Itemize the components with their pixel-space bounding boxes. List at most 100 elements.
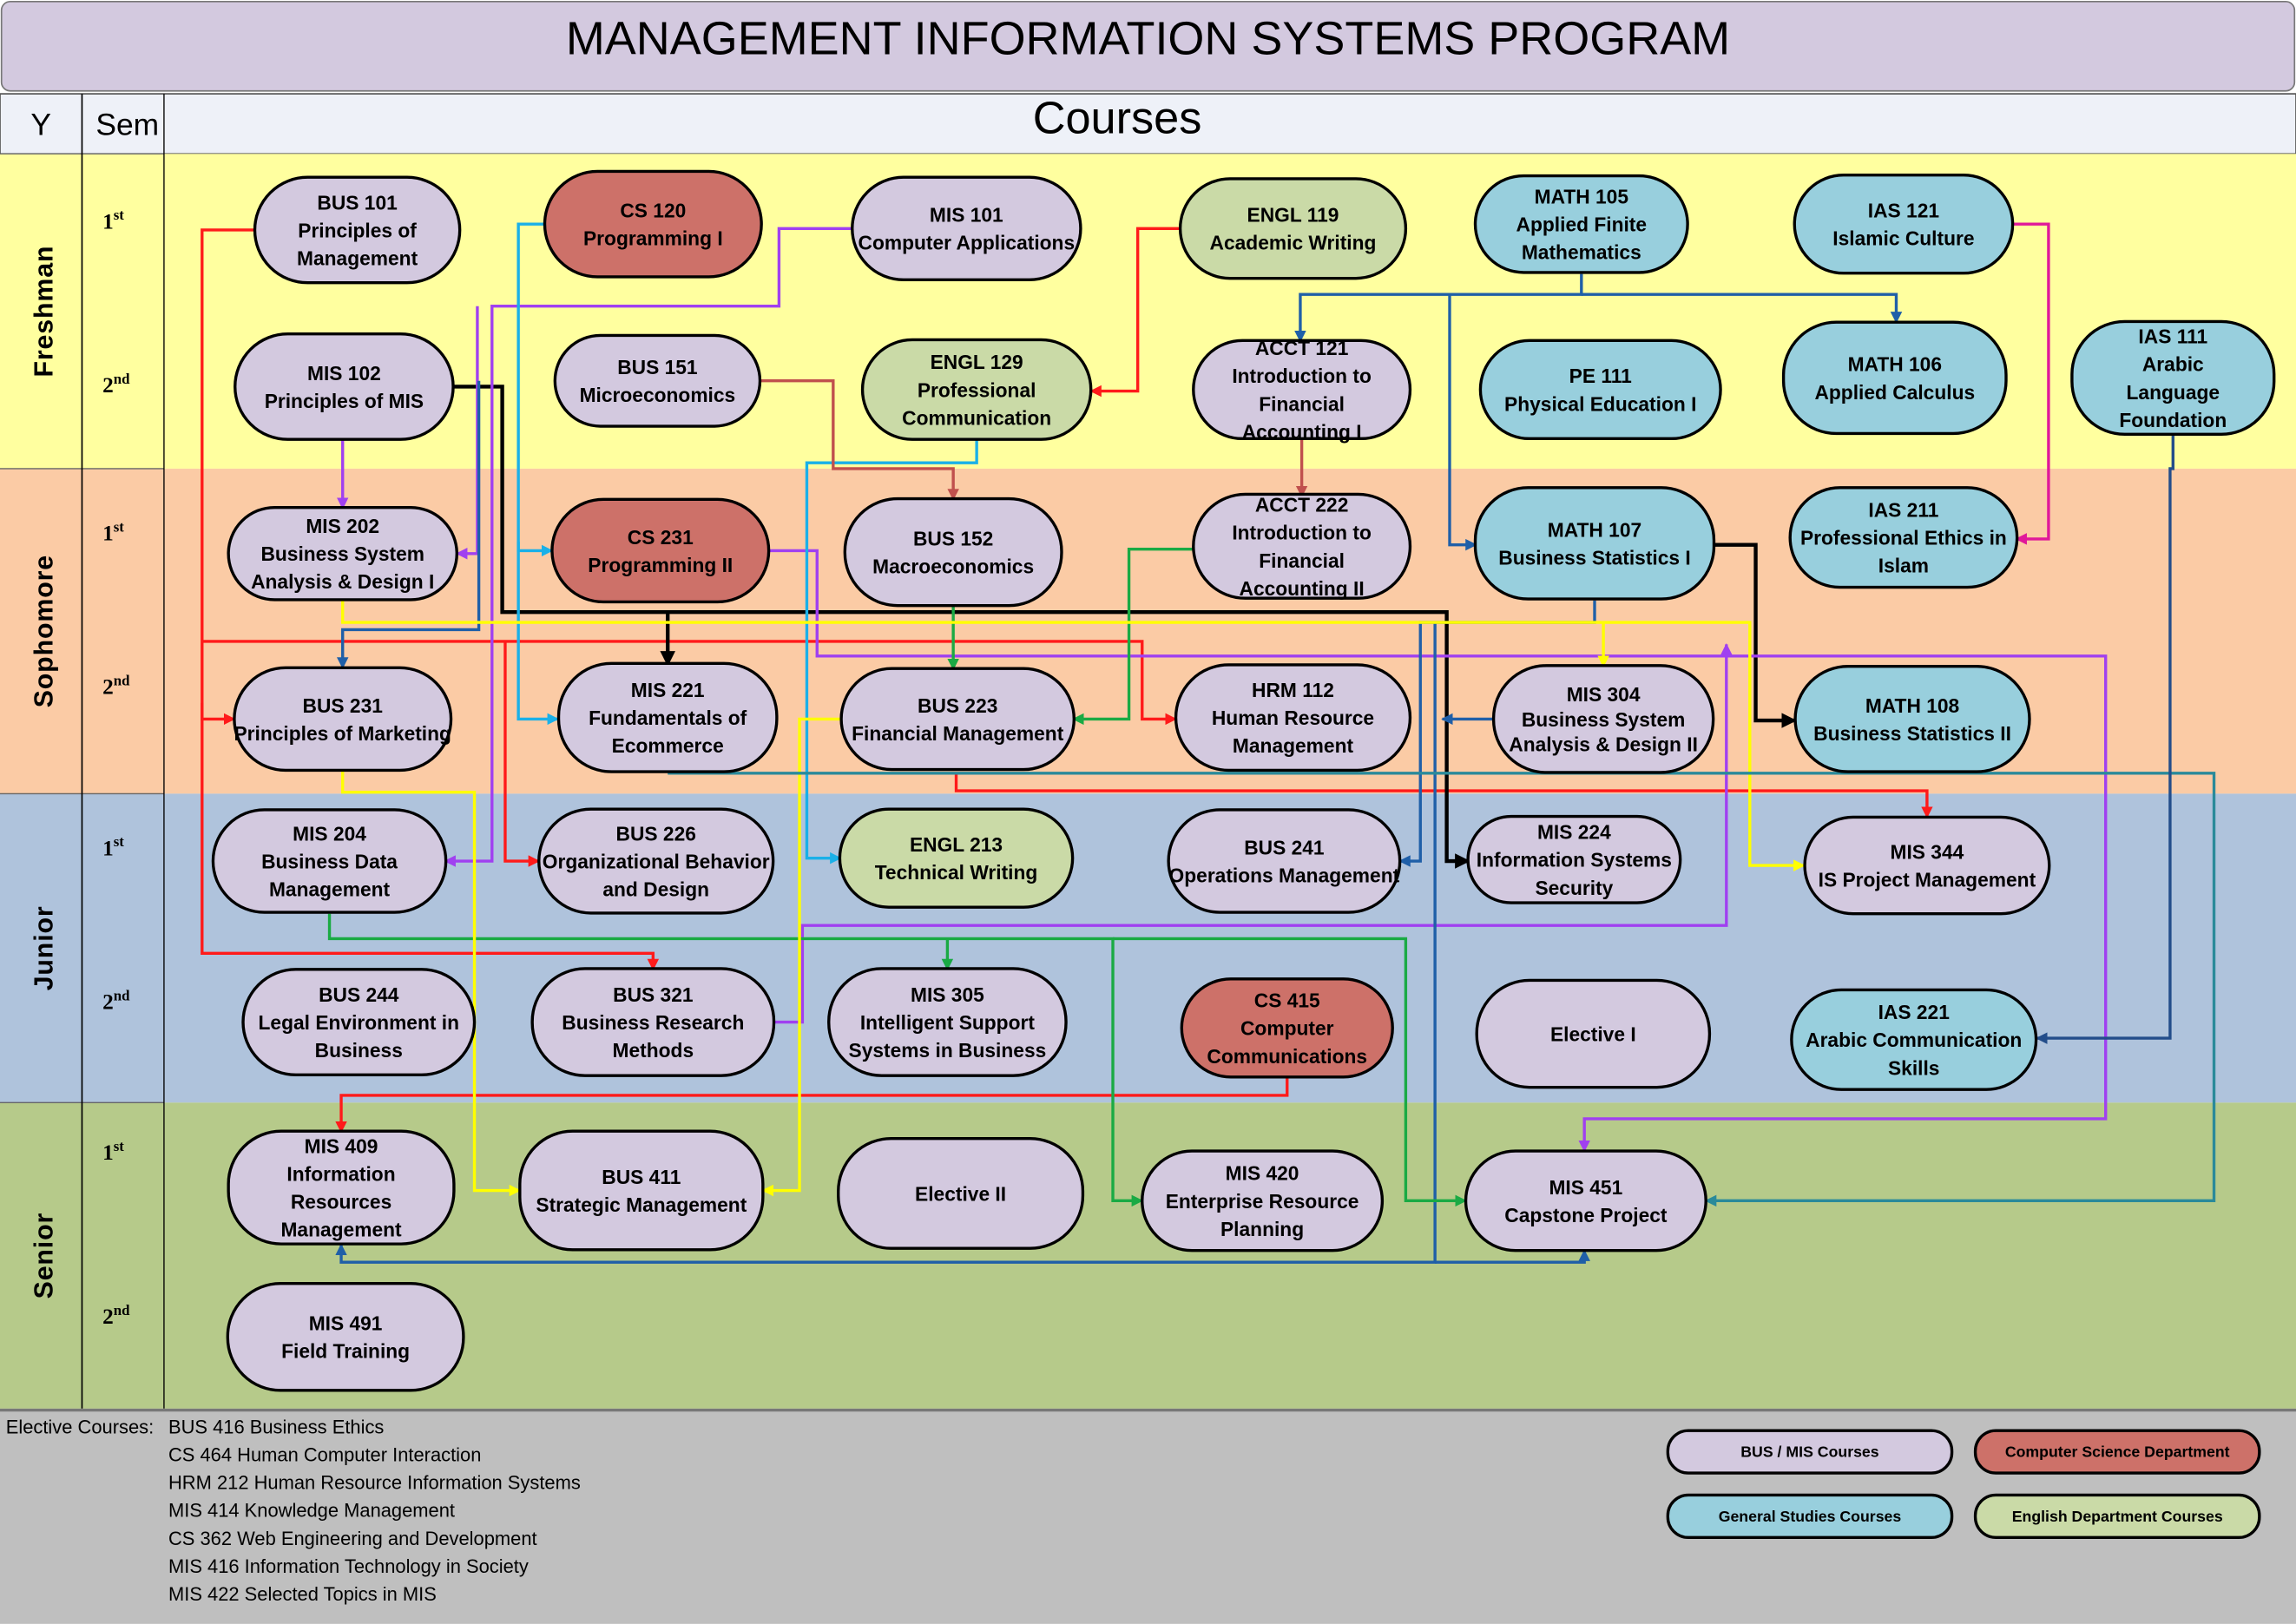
course-title: Physical Education I [1504,392,1696,415]
prerequisite-connector [2013,222,2050,545]
semester-label: 1st [102,518,124,545]
course-title: Business System [260,542,424,565]
prerequisite-connector [516,222,554,557]
course-box [1790,988,2038,1091]
course-code: MIS 420 [1226,1162,1299,1185]
course-code: MIS 344 [1891,840,1964,863]
year-label: Senior [30,1213,59,1299]
course-node-elective2[interactable]: Elective II [837,1136,1085,1250]
course-title: Information Systems [1477,849,1672,871]
page-title: MANAGEMENT INFORMATION SYSTEMS PROGRAM [566,13,1730,65]
semester-number: 2 [102,1305,114,1329]
legend-swatch-cs [1973,1429,2261,1475]
semester-number: 1 [102,209,114,233]
course-code: MIS 102 [307,362,381,385]
prerequisite-connector [773,643,1733,1024]
legend-label: English Department Courses [2012,1508,2223,1525]
course-title: Management [269,878,391,900]
course-title: Operations Management [1169,864,1400,886]
course-title: Human Resource [1212,707,1374,729]
course-node-elective1[interactable]: Elective I [1475,978,1712,1089]
course-code: IAS 221 [1878,1001,1951,1023]
prerequisite-connector [768,549,2108,1153]
course-code: BUS 151 [617,356,698,378]
course-box [1174,663,1412,773]
course-title: Methods [613,1039,694,1062]
course-title: Analysis & Design I [251,570,434,593]
course-title: Arabic Communication [1806,1029,2022,1051]
legend-label: General Studies Courses [1719,1508,1902,1525]
prerequisite-connector [1113,937,1467,1207]
course-title: Enterprise Resource [1166,1190,1359,1213]
course-title: Capstone Project [1504,1204,1668,1226]
course-code: MIS 224 [1537,821,1611,844]
course-box [1464,1149,1707,1253]
course-box [234,332,455,441]
course-box [1473,174,1689,274]
prerequisite-connector [341,770,522,1197]
course-box [837,1136,1085,1250]
course-box [827,967,1068,1077]
prerequisite-connector [1072,548,1194,726]
course-box [1178,177,1408,280]
course-title: Business Data [261,850,398,872]
elective-course: MIS 422 Selected Topics in MIS [168,1583,437,1605]
elective-course: MIS 414 Knowledge Management [168,1500,455,1522]
course-box [839,667,1076,772]
course-box [556,661,779,773]
prerequisite-connector [1581,293,1903,324]
course-code: MATH 108 [1865,694,1959,717]
semester-label: 2nd [102,1302,130,1329]
course-code: BUS 241 [1244,836,1325,858]
column-header-row [0,93,2296,155]
course-title: Language [2127,381,2220,404]
course-title: Financial [1259,392,1345,415]
course-box [553,333,762,428]
course-title: Business Statistics I [1498,546,1690,569]
course-title: Communication [902,406,1051,429]
course-box [530,967,776,1077]
semester-label: 1st [102,833,124,860]
